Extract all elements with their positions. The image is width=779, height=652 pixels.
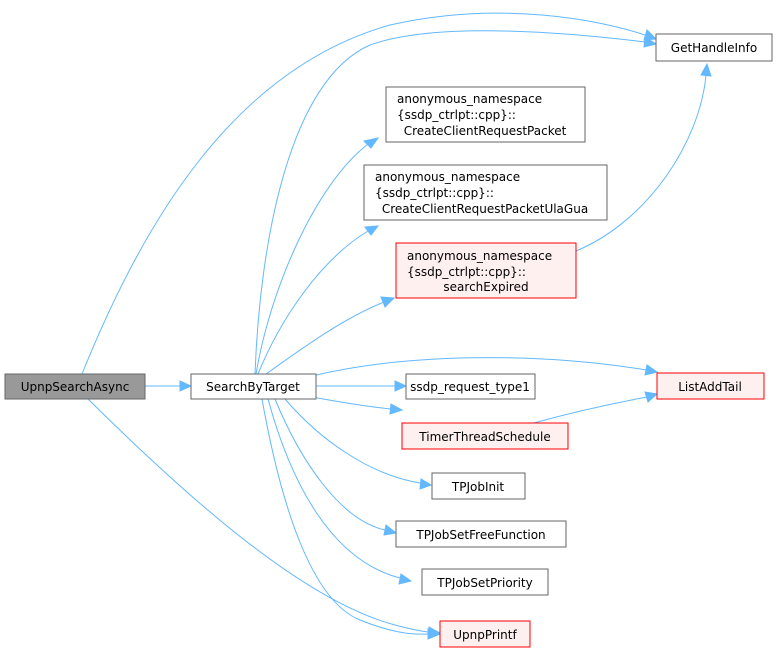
edge-searchbytarget-to-tpjobsetfreefunction xyxy=(274,398,398,536)
edge-searchbytarget-to-createclientrequestpacketulagua xyxy=(257,225,380,375)
edge-searchbytarget-to-gethandleinfo xyxy=(254,30,658,375)
node-createclientrequestpacket[interactable]: anonymous_namespace {ssdp_ctrlpt::cpp}::… xyxy=(385,86,586,143)
edge-upnpsearchasync-to-gethandleinfo xyxy=(81,12,658,375)
node-label-line-2: {ssdp_ctrlpt::cpp}:: xyxy=(375,186,494,200)
node-label-line-2: {ssdp_ctrlpt::cpp}:: xyxy=(407,265,526,279)
node-label-line-2: {ssdp_ctrlpt::cpp}:: xyxy=(397,108,516,122)
node-label: TPJobInit xyxy=(451,480,505,494)
node-label: GetHandleInfo xyxy=(671,41,757,55)
node-label: TPJobSetPriority xyxy=(436,576,532,590)
node-label-line-1: anonymous_namespace xyxy=(407,249,552,263)
node-ssdprequesttype1[interactable]: ssdp_request_type1 xyxy=(405,373,536,400)
edge-searchbytarget-to-tpjobinit xyxy=(284,398,433,490)
node-label: UpnpSearchAsync xyxy=(21,380,130,394)
edge-upnpsearchasync-to-searchbytarget xyxy=(145,380,193,392)
node-label-line-3: CreateClientRequestPacketUlaGua xyxy=(382,202,588,216)
edge-timerthreadschedule-to-listaddtail xyxy=(529,391,659,425)
node-label-line-1: anonymous_namespace xyxy=(397,92,542,106)
node-tpjobsetpriority[interactable]: TPJobSetPriority xyxy=(421,568,549,596)
node-label: TimerThreadSchedule xyxy=(418,430,550,444)
node-label: SearchByTarget xyxy=(206,380,300,394)
edge-searchbytarget-to-tpjobsetpriority xyxy=(267,398,413,585)
node-label-line-1: anonymous_namespace xyxy=(375,170,520,184)
edge-searchbytarget-to-searchexpired xyxy=(265,296,396,375)
edge-searchbytarget-to-ssdprequesttype1 xyxy=(316,380,408,392)
edge-searchbytarget-to-timerthreadschedule xyxy=(311,396,404,415)
node-label: TPJobSetFreeFunction xyxy=(415,528,545,542)
node-tpjobsetfreefunction[interactable]: TPJobSetFreeFunction xyxy=(395,520,567,548)
node-upnpsearchasync[interactable]: UpnpSearchAsync xyxy=(4,373,146,400)
edge-searchbytarget-to-listaddtail xyxy=(311,357,659,377)
edge-searchexpired-to-gethandleinfo xyxy=(575,62,712,252)
node-searchexpired[interactable]: anonymous_namespace {ssdp_ctrlpt::cpp}::… xyxy=(395,242,577,299)
node-label: ssdp_request_type1 xyxy=(410,380,530,394)
node-timerthreadschedule[interactable]: TimerThreadSchedule xyxy=(401,422,569,450)
node-listaddtail[interactable]: ListAddTail xyxy=(656,372,765,400)
node-label: ListAddTail xyxy=(678,380,742,394)
edge-upnpsearchasync-to-upnpprintf xyxy=(87,398,442,638)
node-tpjobinit[interactable]: TPJobInit xyxy=(431,472,526,500)
edge-searchbytarget-to-upnpprintf xyxy=(261,398,442,640)
node-searchbytarget[interactable]: SearchByTarget xyxy=(190,373,317,400)
node-upnpprintf[interactable]: UpnpPrintf xyxy=(439,620,531,648)
edge-searchbytarget-to-createclientrequestpacket xyxy=(255,137,380,375)
node-label: UpnpPrintf xyxy=(453,628,517,642)
node-label-line-3: CreateClientRequestPacket xyxy=(404,124,567,138)
node-gethandleinfo[interactable]: GetHandleInfo xyxy=(655,33,773,62)
node-label-line-3: searchExpired xyxy=(443,280,528,294)
node-createclientrequestpacketulagua[interactable]: anonymous_namespace {ssdp_ctrlpt::cpp}::… xyxy=(363,164,608,221)
